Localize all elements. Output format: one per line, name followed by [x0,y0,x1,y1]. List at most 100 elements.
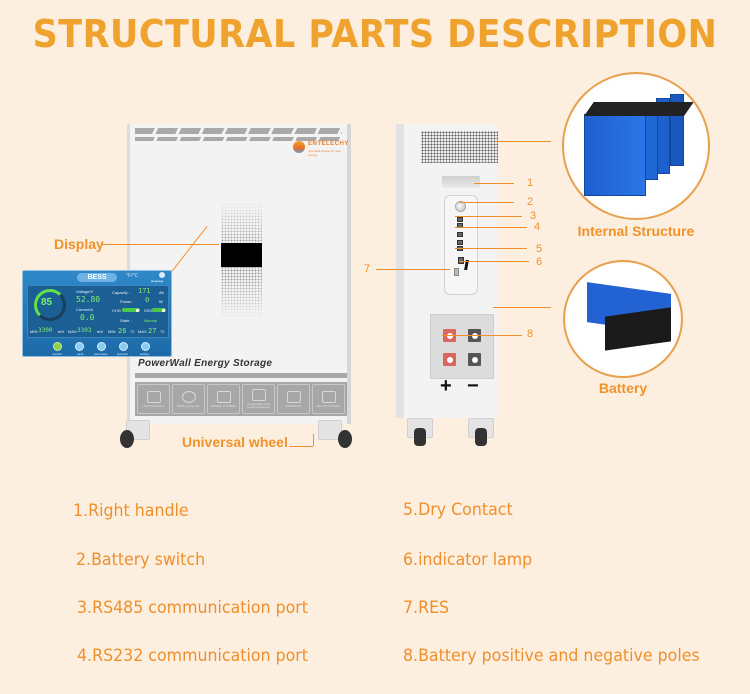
battery-image [563,260,683,378]
top-vent-stripe [135,128,342,134]
feature-item: Reliable Inch BMS [207,384,240,414]
battery-cell [584,114,646,196]
internal-structure-image [562,72,710,220]
description-item: 8.Battery positive and negative poles [403,646,700,666]
feature-panel: LiFePO4 Battery 6000+ Cycle Life Reliabl… [135,382,347,416]
part-number-2: 2 [527,196,534,208]
feature-label: LiFePO4 Battery [142,403,165,408]
feature-label: Max 16 in Parallel [316,403,341,408]
nav-protocol-button[interactable] [119,342,128,351]
rs485-port [457,217,463,222]
nav-monitor-button[interactable] [53,342,62,351]
battery-leader-line [493,307,551,308]
min-voltage-unit: mV [58,329,64,334]
part-number-7: 7 [364,263,371,275]
bess-status-panel: 85 Voltage/V 52.80 Current/A 0.0 Capacit… [27,285,169,338]
minus-sign: − [467,375,479,397]
max-voltage-unit: mV [97,329,103,334]
language-label: language [151,279,164,283]
dsg-toggle[interactable] [152,308,166,312]
description-item: 5.Dry Contact [403,500,513,520]
description-item: 3.RS485 communication port [77,598,309,618]
min-voltage-value: 3300 [38,327,53,334]
side-unit-image: + − [396,124,498,418]
feature-item: 6000+ Cycle Life [172,384,205,414]
internal-structure-label: Internal Structure [577,223,695,239]
description-item: 1.Right handle [73,501,189,521]
res-button [454,268,459,276]
bms-icon [216,390,231,403]
temperature-unit-toggle[interactable]: °F/°C [126,273,139,279]
max-temp-label: MAX [138,329,147,334]
min-temp-label: MIN [108,329,116,334]
voltage-value: 52.80 [76,295,101,304]
max-temp-value: 27 [148,327,157,335]
modules-icon [251,389,266,401]
wheel-leader-line [313,434,314,446]
front-unit-image: ENTELECHY your best choice for new energ… [127,124,351,424]
port [457,232,463,237]
current-label: Current/A [76,307,94,312]
nav-parameter-button[interactable] [97,342,106,351]
min-temp-value: 26 [118,327,127,335]
chg-toggle[interactable] [122,308,140,312]
wheel-callout-label: Universal wheel [182,434,288,450]
part-number-3: 3 [530,210,537,222]
brand-name: ENTELECHY [308,141,349,147]
leader-line-3 [455,216,522,217]
brand-tagline: your best choice for new energy [308,149,341,157]
nav-setting-button[interactable] [141,342,150,351]
part-number-8: 8 [527,328,534,340]
feature-label: Expandable with Multiple Modules [247,402,270,409]
divider [135,373,347,378]
capacity-value: 171 [138,287,151,295]
display-callout-label: Display [54,236,104,252]
display-screen [221,243,262,267]
part-number-6: 6 [536,256,543,268]
description-item: 2.Battery switch [76,550,206,570]
leader-line-5 [455,248,527,249]
port [458,257,464,264]
voltage-label: Voltage/V [76,289,94,294]
display-leader-line [102,244,219,245]
side-vent [421,131,498,163]
description-item: 7.RES [403,598,450,618]
terminal-box [430,314,494,379]
wheel-icon [468,418,502,448]
min-voltage-label: MIN [30,329,38,334]
power-value: 0 [145,296,150,304]
feature-label: 6000+ Cycle Life [177,403,200,408]
dry-contact-port [457,240,463,245]
language-icon[interactable] [159,272,165,278]
description-item: 4.RS232 communication port [77,646,309,666]
soc-gauge [34,289,66,321]
plus-sign: + [440,375,452,397]
max-voltage-label: MAX [68,329,77,334]
nav-pack-button[interactable] [75,342,84,351]
battery-cell-top [584,102,694,116]
soc-value: 85 [41,297,53,308]
battery-switch [455,201,466,212]
top-vent-stripe [135,137,342,141]
negative-terminal [468,353,481,366]
min-temp-unit: °C [130,329,135,334]
part-number-5: 5 [536,243,543,255]
current-value: 0.0 [80,313,95,322]
chg-label: CHG [112,308,121,313]
description-item: 6.indicator lamp [403,550,533,570]
state-label: State : [120,318,132,323]
leader-line-7 [376,269,450,270]
internal-structure-leader-line [495,141,551,142]
wheel-icon [318,420,352,450]
feature-item: Expandable with Multiple Modules [242,384,275,414]
leader-line-2 [459,202,514,203]
max-voltage-value: 3303 [77,327,92,334]
leader-line-1 [474,183,514,184]
state-value: Normal [144,318,157,323]
brand-logo-icon [293,141,305,153]
part-number-1: 1 [527,177,534,189]
feature-label: Reliable Inch BMS [211,403,236,408]
battery-label: Battery [598,380,648,396]
capacity-unit: Ah [159,290,164,295]
power-unit: W [159,299,163,304]
